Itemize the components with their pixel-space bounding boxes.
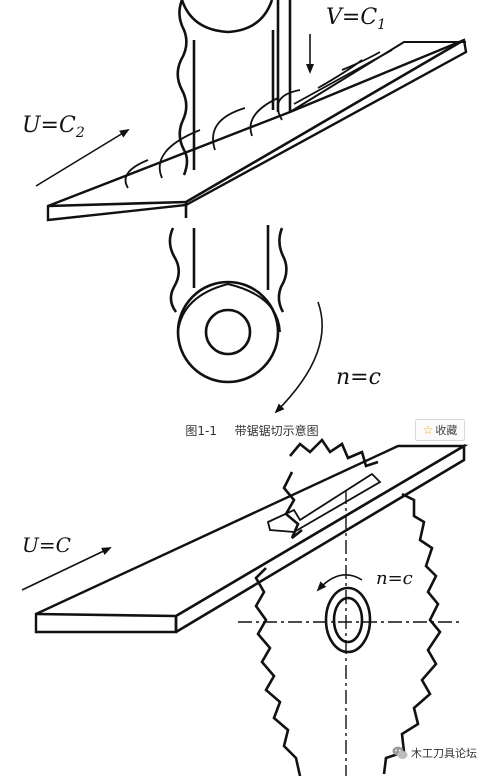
star-icon: ☆ xyxy=(422,423,434,437)
circular-saw-diagram xyxy=(21,437,469,776)
band-saw-blade-left xyxy=(176,0,189,176)
rotation-label: n=c xyxy=(336,365,381,390)
watermark-text: 木工刀具论坛 xyxy=(411,747,477,760)
rotation-arrow-2 xyxy=(316,574,363,592)
saw-hub xyxy=(324,586,372,654)
caption-title: 带锯锯切示意图 xyxy=(234,424,319,438)
blade-speed-label: V=C1 xyxy=(326,5,386,33)
caption-number: 图1-1 xyxy=(185,424,217,438)
figure-caption: 图1-1 带锯锯切示意图 xyxy=(0,421,504,441)
wechat-icon xyxy=(392,746,408,759)
feed-speed-label: U=C2 xyxy=(22,113,85,141)
band-saw-bottom-wheel xyxy=(176,280,280,384)
board-2 xyxy=(34,444,469,634)
rotation-arrow xyxy=(274,301,323,414)
favorite-button[interactable]: ☆ 收藏 xyxy=(415,419,465,441)
band-saw-blade-right xyxy=(277,227,288,313)
band-saw-diagram xyxy=(35,0,468,414)
watermark: 木工刀具论坛 xyxy=(392,742,477,764)
favorite-label: 收藏 xyxy=(435,424,458,437)
band-saw-top-wheel xyxy=(180,0,274,34)
feed-arrow-2 xyxy=(21,547,112,591)
board-1-top xyxy=(46,38,468,222)
wood-grain xyxy=(124,51,381,189)
feed-arrow xyxy=(35,128,130,187)
feed-speed-label-2: U=C xyxy=(22,533,71,557)
rotation-label-2: n=c xyxy=(376,568,413,589)
